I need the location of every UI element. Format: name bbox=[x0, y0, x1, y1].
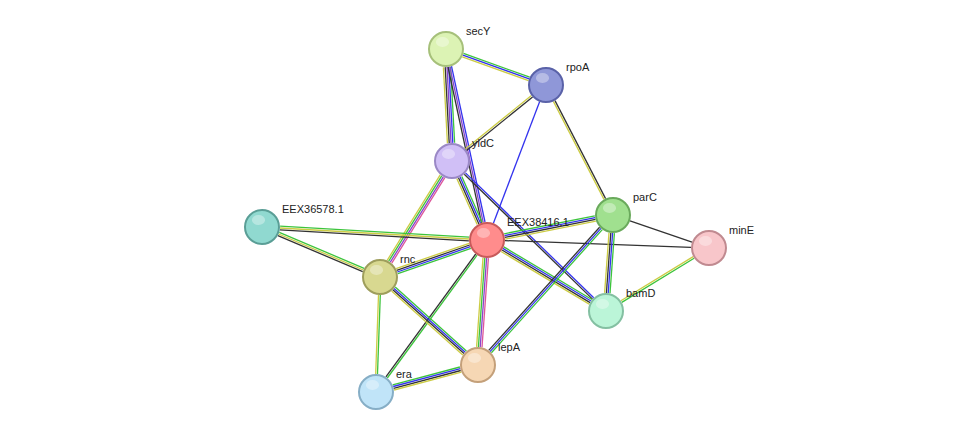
evidence-line bbox=[395, 287, 466, 351]
node-label: era bbox=[396, 368, 412, 381]
evidence-line bbox=[505, 241, 691, 248]
evidence-line bbox=[279, 232, 364, 268]
node-label: EEX36578.1 bbox=[282, 203, 344, 216]
evidence-line bbox=[462, 176, 482, 222]
protein-node: era bbox=[358, 374, 394, 410]
evidence-line bbox=[393, 290, 464, 354]
interaction-edge bbox=[605, 233, 615, 293]
evidence-line bbox=[387, 175, 440, 260]
evidence-line bbox=[443, 67, 447, 143]
node-highlight bbox=[252, 215, 265, 225]
evidence-line bbox=[396, 243, 469, 268]
node-highlight bbox=[370, 265, 383, 275]
node-highlight bbox=[366, 380, 379, 390]
node-label: minE bbox=[729, 224, 754, 237]
node-highlight bbox=[442, 149, 455, 159]
interaction-edge bbox=[477, 258, 489, 347]
interaction-edge bbox=[280, 226, 469, 241]
protein-node: EEX38416.1 bbox=[469, 222, 505, 258]
evidence-line bbox=[462, 57, 528, 81]
node-highlight bbox=[596, 299, 609, 309]
evidence-line bbox=[630, 221, 692, 242]
evidence-line bbox=[555, 101, 606, 199]
node-highlight bbox=[436, 37, 449, 47]
node-highlight bbox=[699, 236, 712, 246]
evidence-line bbox=[392, 178, 445, 263]
evidence-line bbox=[621, 257, 693, 301]
node-label: rnc bbox=[400, 253, 415, 266]
interaction-edge bbox=[387, 175, 445, 263]
evidence-line bbox=[376, 295, 379, 374]
node-label: yidC bbox=[472, 137, 494, 150]
evidence-line bbox=[490, 228, 601, 351]
interaction-edge bbox=[493, 102, 539, 223]
protein-node: rpoA bbox=[528, 67, 564, 103]
node-label: parC bbox=[633, 191, 657, 204]
evidence-line bbox=[465, 96, 531, 149]
node-label: secY bbox=[466, 25, 490, 38]
interaction-edge bbox=[630, 221, 692, 242]
evidence-line bbox=[457, 179, 477, 225]
evidence-line bbox=[394, 288, 465, 352]
evidence-line bbox=[280, 228, 469, 239]
evidence-line bbox=[504, 247, 592, 300]
evidence-line bbox=[489, 227, 600, 350]
interaction-edge bbox=[393, 367, 462, 390]
node-label: rpoA bbox=[566, 61, 589, 74]
evidence-line bbox=[390, 177, 443, 262]
evidence-line bbox=[493, 102, 539, 223]
interaction-edge bbox=[553, 101, 605, 200]
interaction-edge bbox=[376, 295, 381, 374]
interaction-edge bbox=[489, 227, 603, 353]
interaction-edge bbox=[396, 243, 471, 273]
interaction-edge bbox=[392, 287, 467, 355]
evidence-line bbox=[605, 233, 609, 293]
evidence-line bbox=[278, 236, 363, 272]
protein-node: lepA bbox=[460, 347, 496, 383]
interaction-edge bbox=[465, 96, 532, 151]
evidence-line bbox=[477, 258, 483, 347]
node-highlight bbox=[603, 203, 616, 213]
node-label: EEX38416.1 bbox=[507, 216, 569, 229]
interaction-edge bbox=[278, 232, 364, 271]
protein-node: parC bbox=[595, 197, 631, 233]
evidence-line bbox=[398, 248, 471, 273]
protein-node: EEX36578.1 bbox=[244, 209, 280, 245]
node-highlight bbox=[477, 228, 490, 238]
protein-node: minE bbox=[691, 230, 727, 266]
interaction-edge bbox=[462, 53, 529, 80]
evidence-line bbox=[467, 97, 533, 150]
interaction-edge bbox=[504, 216, 596, 239]
node-label: bamD bbox=[626, 287, 655, 300]
evidence-line bbox=[279, 234, 364, 270]
evidence-line bbox=[463, 55, 529, 79]
evidence-line bbox=[397, 247, 470, 272]
node-highlight bbox=[536, 73, 549, 83]
node-label: lepA bbox=[498, 341, 520, 354]
interaction-edge bbox=[457, 176, 482, 224]
evidence-line bbox=[389, 176, 442, 261]
evidence-line bbox=[622, 258, 694, 302]
evidence-line bbox=[280, 230, 469, 241]
evidence-line bbox=[464, 53, 530, 77]
evidence-line bbox=[392, 291, 463, 355]
evidence-line bbox=[397, 245, 470, 270]
protein-node: bamD bbox=[588, 293, 624, 329]
interaction-edge bbox=[505, 241, 691, 248]
interaction-edge bbox=[621, 257, 694, 303]
protein-node: yidC bbox=[434, 143, 470, 179]
evidence-line bbox=[504, 216, 595, 234]
evidence-line bbox=[491, 230, 602, 353]
evidence-line bbox=[393, 369, 460, 387]
node-highlight bbox=[468, 353, 481, 363]
protein-node: secY bbox=[428, 31, 464, 67]
evidence-line bbox=[553, 101, 604, 199]
protein-node: rnc bbox=[362, 259, 398, 295]
